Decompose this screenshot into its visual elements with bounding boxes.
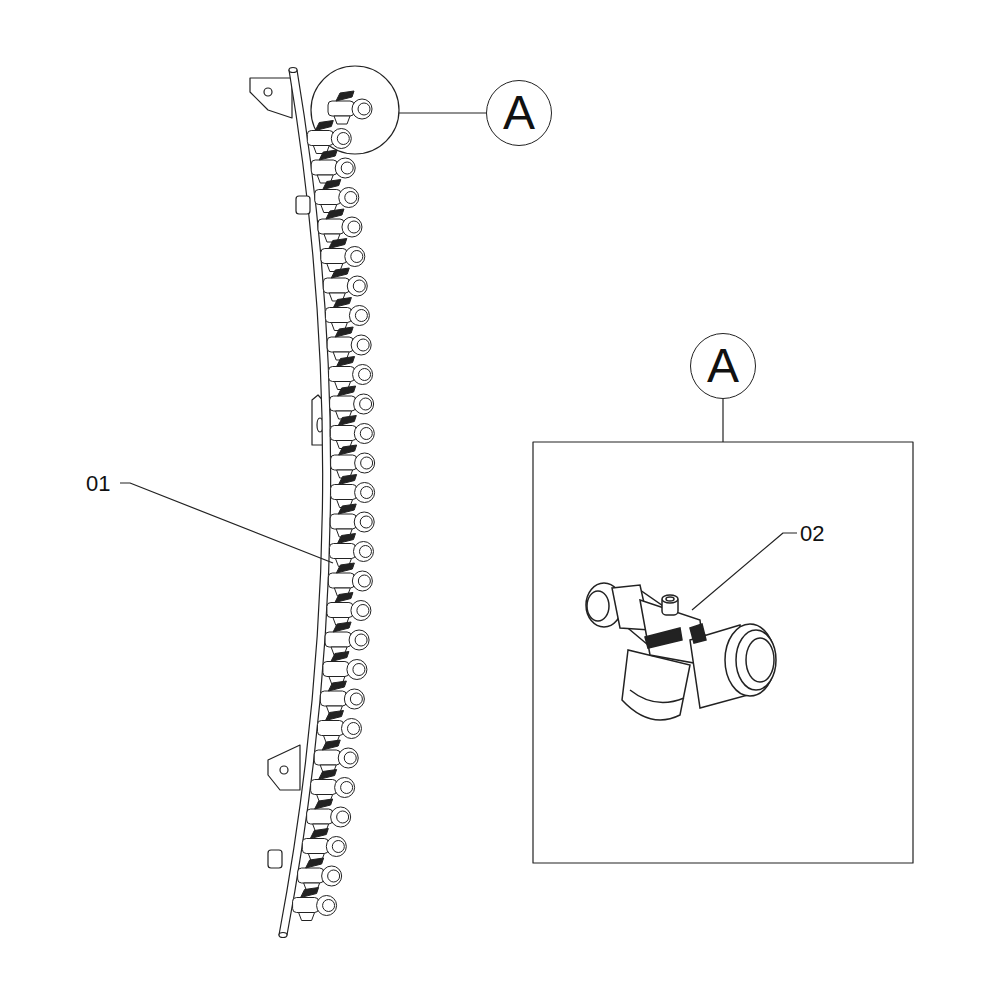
leader-line <box>722 399 723 442</box>
ball-valve <box>325 622 369 655</box>
ball-valve <box>327 327 371 360</box>
ball-valve <box>298 858 342 891</box>
detail-letter: A <box>503 89 535 137</box>
ball-valve <box>314 740 358 773</box>
callout-circle: A <box>486 80 552 146</box>
mounting-bracket <box>268 745 300 790</box>
callout-circle: A <box>690 333 756 399</box>
ball-valve <box>311 150 355 183</box>
ball-valve <box>307 799 351 832</box>
tube-end <box>289 68 297 73</box>
callout-number: 02 <box>798 522 826 546</box>
bracket-hole <box>264 88 272 96</box>
ball-valve <box>330 416 374 449</box>
ball-valve <box>329 357 373 390</box>
ball-valve <box>328 563 372 596</box>
ball-valve <box>330 504 374 537</box>
ball-valve <box>293 888 337 921</box>
ball-valve <box>320 681 364 714</box>
ball-valve <box>318 209 362 242</box>
ball-valve <box>330 386 374 419</box>
ball-valve <box>321 239 365 272</box>
detail-letter: A <box>707 342 739 390</box>
ball-valve <box>328 91 372 124</box>
ball-valve <box>331 475 375 508</box>
ball-valve <box>315 180 359 213</box>
ball-valve <box>327 593 371 626</box>
side-port <box>296 196 310 214</box>
side-port <box>268 850 282 868</box>
ball-valve <box>311 770 355 803</box>
ball-valve <box>302 829 346 862</box>
ball-valve <box>329 534 373 567</box>
ball-valve <box>307 121 351 154</box>
callout-number: 01 <box>84 472 112 496</box>
leader-line <box>692 533 797 610</box>
tube-end <box>279 933 287 938</box>
ball-valve <box>323 652 367 685</box>
bracket-hole <box>280 766 288 774</box>
leader-line <box>120 483 333 563</box>
ball-valve-detail <box>586 583 776 720</box>
ball-valve <box>317 711 361 744</box>
ball-valve <box>331 445 375 478</box>
ball-valve <box>323 268 367 301</box>
ball-valve <box>325 298 369 331</box>
leader-line <box>399 112 486 113</box>
mounting-bracket <box>250 78 292 118</box>
detail-frame <box>533 442 913 863</box>
